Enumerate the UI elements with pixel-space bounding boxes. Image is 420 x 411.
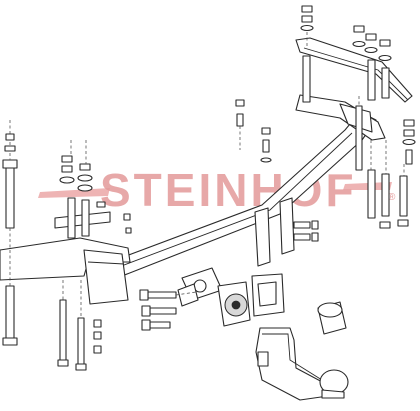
tr-nut-1 [301,5,313,13]
left-washer-1 [4,145,16,152]
left-small-nut-1 [123,213,131,221]
crossbar-tube [109,111,377,277]
watermark-swoosh-left [38,188,110,198]
rs-bolt-1 [405,149,413,165]
tr-bolt-1 [302,55,311,103]
hbolt-right-1-nut [311,220,319,230]
right-top-bracket [295,37,413,103]
bolts-top-right [300,5,392,171]
mid-bolt-1 [236,113,244,127]
left-cluster-nut-1 [61,155,73,163]
rs-bolt-4 [399,175,408,217]
hbolt-1 [147,291,177,299]
tr-nut-3 [353,25,365,33]
neck-lock [257,351,269,367]
rs-nut-2 [403,129,415,137]
bottom-left-bolt-1 [59,299,67,361]
hbolt-right-1 [293,221,311,229]
left-long-bolt-1 [5,167,15,229]
left-bolt-2 [5,285,15,339]
watermark-registered-mark: ® [388,192,396,203]
centre-plates [254,197,295,267]
left-cluster-washer-3 [77,184,93,192]
left-bolt-2-head [2,337,18,346]
rs-nut-1 [403,119,415,127]
tr-nut-5 [379,39,391,47]
bolts-bottom-left [57,280,102,371]
left-nut-1 [5,133,15,141]
cover-plate-inner [257,281,277,307]
right-top-bracket-plate [295,37,413,103]
crossbar-edge [115,132,353,269]
bottom-left-nut-2 [93,331,102,340]
left-bracket-fold [87,261,125,265]
rs-bolt-3 [381,173,390,217]
tr-washer-1 [300,24,314,32]
hbolt-1-head [139,289,149,301]
tr-nut-4 [365,33,377,41]
bottom-left-bolt-2-head [75,363,87,371]
bottom-left-bolt-2 [77,317,85,365]
left-cluster-bolt-2 [81,199,90,237]
tr-washer-3 [364,46,378,54]
ball-cap-top [317,302,343,318]
bottom-left-nut-1 [93,319,102,328]
rs-nut-4 [397,219,409,227]
hbolt-right-2 [293,233,311,241]
hbolt-2 [149,307,177,315]
socket-assembly [177,267,285,327]
left-cluster-nut-2 [61,165,73,173]
bottom-left-bolt-1-head [57,359,69,367]
left-small-nut-2 [125,227,132,234]
left-cluster-washer-2 [77,174,93,182]
hbolt-3 [149,321,171,329]
tr-nut-2 [301,15,313,23]
socket-centre [231,300,241,310]
tow-ball-collar [321,389,345,399]
bolts-left-vertical [2,120,18,346]
centre-plate-left [254,207,271,267]
rs-bolt-2 [367,169,376,219]
bolts-left-cluster [59,140,132,239]
bolts-right-side [367,119,416,229]
left-cluster-nut-3 [79,163,91,171]
mid-nut-1 [235,99,245,107]
hbolt-3-head [141,319,151,331]
bottom-left-nut-3 [93,345,102,354]
rs-nut-3 [379,221,391,229]
mid-bolt-2 [262,139,270,153]
neck-edge [262,333,323,381]
left-long-bolt-1-head [2,159,18,169]
tr-bolt-2 [367,59,376,101]
centre-plate-right [279,197,295,255]
rs-washer-1 [402,138,416,146]
tow-ball-neck [255,301,349,401]
left-bracket [0,211,131,305]
watermark-logo: STEINHOF ® [38,164,396,216]
left-cluster-bolt-1 [67,197,76,239]
left-cluster-washer-1 [59,176,75,184]
hbolt-right-2-nut [311,232,319,242]
left-bracket-mount [83,249,129,305]
socket-clamp [177,283,199,307]
left-cluster-nut-4 [96,201,106,208]
right-top-bracket-edge [303,47,409,101]
tr-washer-4 [378,54,392,62]
bolts-middle [139,99,319,331]
hbolt-axis-1 [175,291,197,296]
tr-bolt-3 [381,67,390,99]
mid-nut-2 [261,127,271,135]
mid-washer-2 [260,157,272,163]
tr-washer-2 [352,40,366,48]
hbolt-2-head [141,305,151,317]
tr-long-bolt [355,105,363,171]
